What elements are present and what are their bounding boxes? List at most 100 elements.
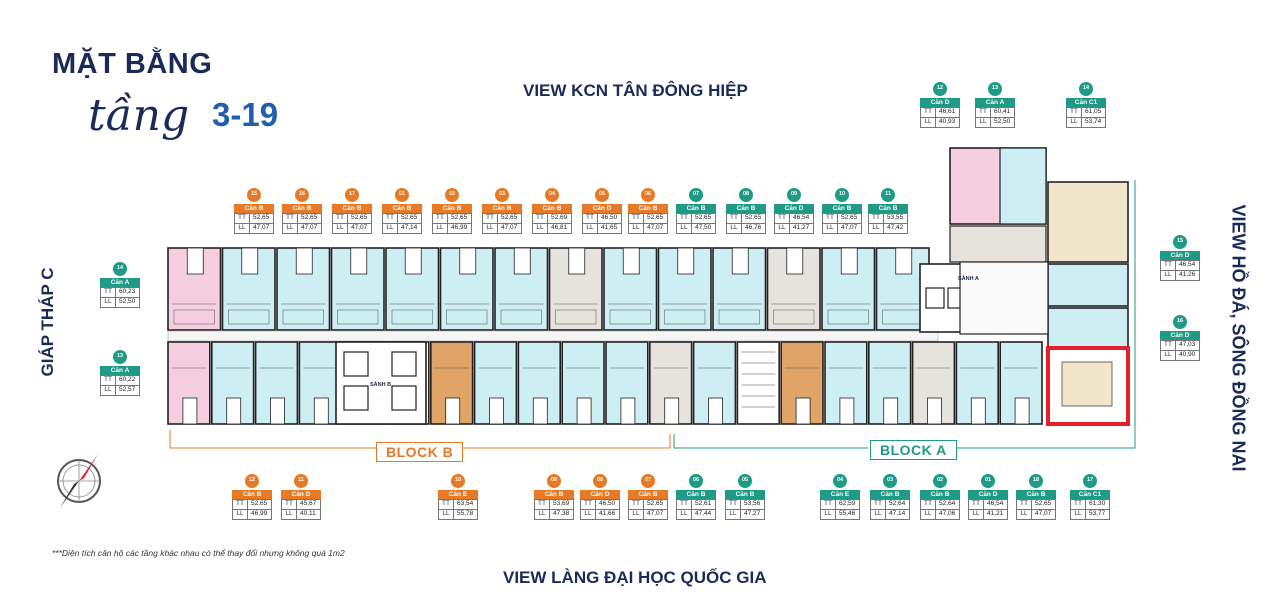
unit-room	[1061, 361, 1113, 407]
tt-area: 52,64	[939, 500, 956, 508]
unit-type: Căn E	[438, 490, 478, 499]
tt-key: TT	[677, 500, 692, 509]
ll-key: LL	[383, 224, 398, 233]
tt-key: TT	[629, 214, 644, 223]
unit-type: Căn B	[432, 204, 472, 213]
ll-area: 41,27	[793, 224, 810, 232]
bathroom	[295, 247, 313, 275]
unit-type: Căn B	[725, 490, 765, 499]
ll-area: 47,27	[744, 510, 761, 518]
unit-type: Căn B	[282, 204, 322, 213]
block-a-tag: BLOCK A	[870, 440, 957, 460]
ll-key: LL	[969, 510, 984, 519]
unit-type: Căn B	[332, 204, 372, 213]
unit-number: 10	[835, 188, 849, 202]
unit-number: 13	[988, 82, 1002, 96]
tt-key: TT	[581, 500, 596, 509]
unit-type: Căn D	[774, 204, 814, 213]
tt-key: TT	[233, 500, 248, 509]
unit-type: Căn A	[975, 98, 1015, 107]
bathroom	[795, 397, 811, 425]
ll-key: LL	[677, 224, 692, 233]
unit-number: 06	[689, 474, 703, 488]
unit-number: 17	[1083, 474, 1097, 488]
furniture	[718, 309, 760, 325]
ll-area: 46,76	[745, 224, 762, 232]
unit-number: 16	[295, 188, 309, 202]
ll-key: LL	[535, 510, 550, 519]
unit-type: Căn A	[100, 366, 140, 375]
tt-area: 52,65	[647, 214, 664, 222]
tt-key: TT	[1161, 261, 1176, 270]
stair-core	[736, 341, 781, 425]
corridor	[959, 261, 1049, 335]
tt-area: 46,50	[599, 500, 616, 508]
tt-area: 52,65	[351, 214, 368, 222]
tt-key: TT	[823, 214, 838, 223]
tt-area: 52,61	[695, 500, 712, 508]
ll-key: LL	[533, 224, 548, 233]
ll-key: LL	[283, 224, 298, 233]
tt-area: 46,54	[1179, 261, 1196, 269]
bathroom	[226, 397, 242, 425]
furniture	[446, 309, 488, 325]
tt-area: 61,05	[1085, 108, 1102, 116]
tt-key: TT	[821, 500, 836, 509]
title-floor-word: tầng	[88, 90, 190, 141]
ll-area: 47,07	[1035, 510, 1052, 518]
block-b-tag: BLOCK B	[376, 442, 464, 462]
elevator-shaft	[343, 351, 369, 377]
ll-key: LL	[101, 298, 116, 307]
hall-b-label: SẢNH B	[370, 382, 392, 388]
furniture	[609, 309, 651, 325]
furniture	[173, 309, 215, 325]
unit-type: Căn B	[232, 490, 272, 499]
bathroom	[576, 397, 592, 425]
tt-area: 62,59	[839, 500, 856, 508]
furniture	[391, 309, 433, 325]
unit-room	[1047, 307, 1129, 349]
tt-key: TT	[282, 500, 297, 509]
ll-area: 52,57	[119, 386, 136, 394]
tt-key: TT	[433, 214, 448, 223]
ll-key: LL	[629, 224, 644, 233]
unit-room	[999, 147, 1047, 225]
ll-key: LL	[726, 510, 741, 519]
unit-number: 03	[495, 188, 509, 202]
unit-number: 04	[545, 188, 559, 202]
elevator-shaft	[391, 385, 417, 411]
bathroom	[708, 397, 723, 425]
ll-area: 47,38	[553, 510, 570, 518]
tt-area: 52,65	[451, 214, 468, 222]
bathroom	[445, 397, 461, 425]
tt-area: 45,67	[300, 500, 317, 508]
unit-room	[1047, 263, 1129, 307]
unit-number: 14	[1079, 82, 1093, 96]
furniture	[500, 309, 542, 325]
tt-key: TT	[969, 500, 984, 509]
bathroom	[731, 247, 749, 275]
tt-key: TT	[1071, 500, 1086, 509]
ll-area: 47,50	[695, 224, 712, 232]
ll-area: 53,77	[1089, 510, 1106, 518]
tt-area: 63,54	[457, 500, 474, 508]
ll-key: LL	[871, 510, 886, 519]
unit-number: 18	[1029, 474, 1043, 488]
view-bottom-label: VIEW LÀNG ĐẠI HỌC QUỐC GIA	[503, 568, 767, 587]
tt-key: TT	[629, 500, 644, 509]
tt-area: 60,23	[119, 288, 136, 296]
ll-key: LL	[677, 510, 692, 519]
unit-number: 13	[113, 350, 127, 364]
tt-area: 52,65	[501, 214, 518, 222]
unit-type: Căn B	[532, 204, 572, 213]
